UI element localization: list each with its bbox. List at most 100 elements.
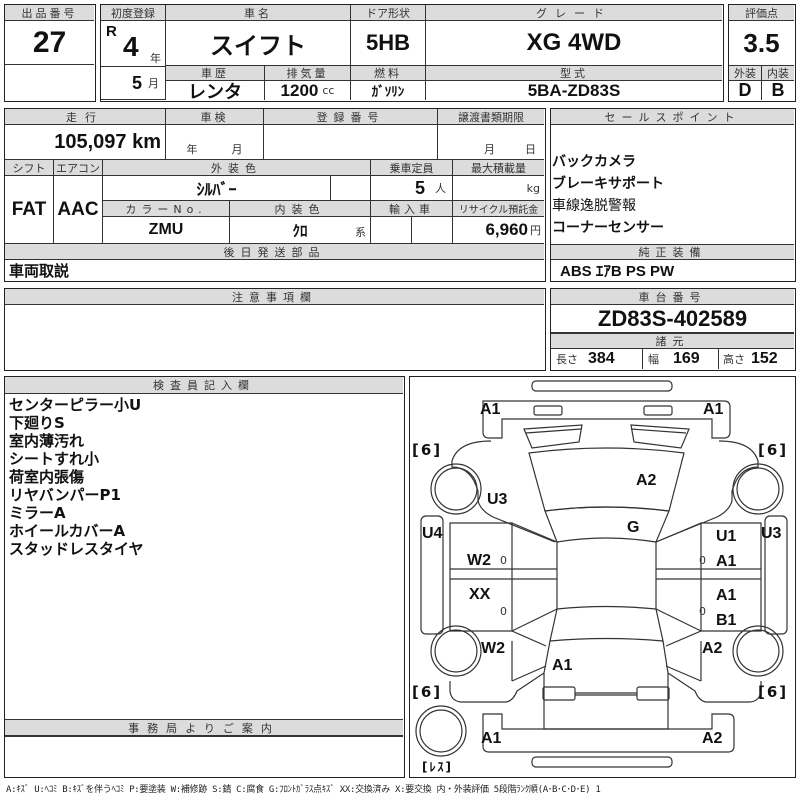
capacity-label: 乗車定員 <box>371 160 453 176</box>
inspector-notes: センターピラー小U 下廻りS 室内薄汚れ シートすれ小 荷室内張傷 リヤバンパー… <box>9 396 144 558</box>
inspection-year-unit: 年 <box>186 143 198 156</box>
mark-rear-fender-left: W2 <box>481 640 505 657</box>
inspector-note: シートすれ小 <box>9 450 100 468</box>
shift-value: FAT <box>5 176 54 244</box>
aircon-value: AAC <box>54 176 103 244</box>
int-color-suffix: 系 <box>355 226 366 239</box>
aircon-label: エアコン <box>54 160 103 176</box>
fuel-label: 燃料 <box>351 66 426 81</box>
inspector-note: スタッドレスタイヤ <box>9 540 144 558</box>
ext-color-extra <box>331 176 371 201</box>
ext-color-label: 外装色 <box>103 160 371 176</box>
car-name-label: 車名 <box>166 5 351 21</box>
door-count-rr: 0 <box>699 605 706 618</box>
transfer-day-unit: 日 <box>525 143 536 156</box>
length-cell: 長さ 384 <box>551 349 643 369</box>
notes-box: 注意事項欄 <box>4 288 546 371</box>
tire-rl: [6] <box>412 683 443 701</box>
later-parts-value: 車両取説 <box>9 261 70 280</box>
displacement-value: 1200 <box>280 81 319 100</box>
height-cell: 高さ 152 <box>719 349 794 369</box>
mileage-label: 走行 <box>5 109 166 125</box>
first-reg-label: 初度登録 <box>101 5 166 21</box>
inspector-label: 検査員記入欄 <box>5 377 403 394</box>
notes-label: 注意事項欄 <box>5 289 544 305</box>
inspector-note: 室内薄汚れ <box>9 432 85 450</box>
mark-front-pillar-left: U4 <box>422 525 443 542</box>
model-value: 5BA-ZD83S <box>527 81 621 100</box>
door-count-fr: 0 <box>699 554 706 567</box>
width-cell: 幅 169 <box>643 349 719 369</box>
capacity-value: 5 <box>414 177 425 198</box>
damage-diagram: A1 A1 A2 G U3 U4 W2 XX W2 U3 U1 A1 A1 B1… <box>409 376 796 778</box>
shift-label: シフト <box>5 160 54 176</box>
sales-points-box: セールスポイント バックカメラ ブレーキサポート 車線逸脱警報 コーナーセンサー… <box>550 108 796 282</box>
sales-points-label: セールスポイント <box>551 109 794 125</box>
mark-hood: A2 <box>636 472 657 489</box>
inspection-label: 車検 <box>166 109 264 125</box>
grade-label: グレード <box>426 5 722 21</box>
transfer-cell: 月 日 <box>438 125 544 160</box>
inspector-box: 検査員記入欄 センターピラー小U 下廻りS 室内薄汚れ シートすれ小 荷室内張傷… <box>4 376 405 778</box>
mark-front-bumper-right: A1 <box>703 401 724 418</box>
mark-front-door-right-1: U1 <box>716 528 737 545</box>
chassis-label: 車台番号 <box>551 289 794 305</box>
recycle-unit: 円 <box>530 224 541 237</box>
mark-front-bumper-left: A1 <box>480 401 501 418</box>
door-count-rl: 0 <box>500 605 507 618</box>
recycle-cell: 6,960 円 <box>453 217 544 244</box>
history-label: 車歴 <box>166 66 265 81</box>
office-content <box>5 736 403 776</box>
inspector-note: センターピラー小U <box>9 396 142 414</box>
exterior-label: 外装 <box>729 66 762 81</box>
length-value: 384 <box>588 350 615 367</box>
capacity-cell: 5 人 <box>371 176 453 201</box>
details-box: 走行 車検 登録番号 譲渡書類期限 105,097 km 年 月 月 日 シフト… <box>4 108 546 282</box>
color-no-value: ZMU <box>103 217 230 244</box>
displacement-unit: cc <box>322 84 335 97</box>
inspector-note: リヤバンパーP1 <box>9 486 121 504</box>
equipment-value: ABS ｴｱB PS PW <box>560 262 675 280</box>
import-cell-2 <box>412 217 453 244</box>
max-load-label: 最大積載量 <box>453 160 544 176</box>
score-box: 評価点 3.5 外装 内装 D B <box>728 4 796 102</box>
mark-front-door-left: W2 <box>467 552 491 569</box>
interior-score: B <box>771 81 785 100</box>
height-label: 高さ <box>723 353 745 366</box>
length-label: 長さ <box>556 353 578 366</box>
door-value: 5HB <box>351 21 426 66</box>
import-label: 輸入車 <box>371 201 453 217</box>
tire-fl: [6] <box>412 441 443 459</box>
capacity-unit: 人 <box>435 182 446 195</box>
lot-label: 出品番号 <box>5 5 94 21</box>
year-unit: 年 <box>150 52 161 65</box>
sales-point: コーナーセンサー <box>552 220 664 236</box>
fuel-value: ｶﾞｿﾘﾝ <box>351 81 426 100</box>
transfer-month-unit: 月 <box>484 143 495 156</box>
import-cell-1 <box>371 217 412 244</box>
inspector-note: ホイールカバーA <box>9 522 126 540</box>
ext-color-value: ｼﾙﾊﾞｰ <box>103 176 331 201</box>
mark-front-fender-left: U3 <box>487 491 508 508</box>
height-value: 152 <box>751 350 778 367</box>
mark-front-door-right-2: A1 <box>716 553 737 570</box>
mark-rear-fender-right: A2 <box>702 640 723 657</box>
registration-value <box>264 125 438 160</box>
reg-month: 5 <box>131 72 142 93</box>
history-value: レンタ <box>166 81 265 100</box>
displacement-label: 排気量 <box>265 66 351 81</box>
later-parts-label: 後日発送部品 <box>5 244 544 260</box>
inspector-note: 荷室内張傷 <box>9 468 85 486</box>
tire-spare: [ﾚｽ] <box>422 760 453 774</box>
legend: A:ｷｽﾞ U:ﾍｺﾐ B:ｷｽﾞを伴うﾍｺﾐ P:要塗装 W:補修跡 S:錆 … <box>6 785 601 795</box>
recycle-value: 6,960 <box>485 220 528 239</box>
width-value: 169 <box>673 350 700 367</box>
score-label: 評価点 <box>729 5 794 21</box>
tire-rr: [6] <box>758 683 789 701</box>
mark-rear-bumper-left: A1 <box>481 730 502 747</box>
transfer-label: 譲渡書類期限 <box>438 109 544 125</box>
car-outline-icon <box>415 380 788 768</box>
sales-points-list: バックカメラ ブレーキサポート 車線逸脱警報 コーナーセンサー <box>552 151 664 239</box>
reg-year: 4 <box>123 31 139 62</box>
sales-point: バックカメラ <box>552 154 636 170</box>
